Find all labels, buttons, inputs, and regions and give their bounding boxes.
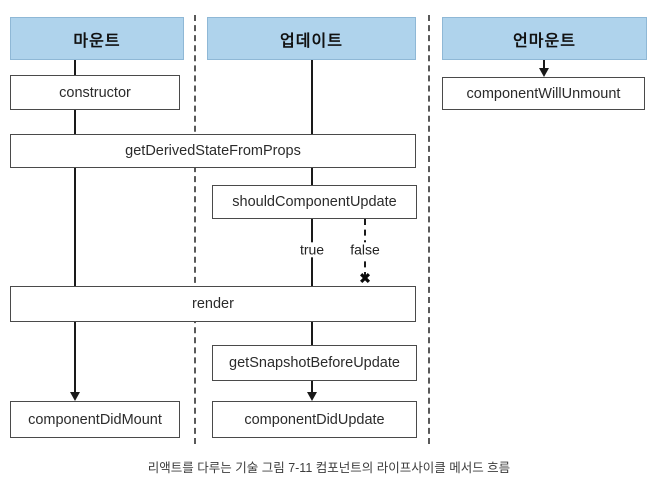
column-header-update: 업데이트 <box>207 17 416 60</box>
flow-line <box>311 322 313 345</box>
flow-line <box>543 60 545 69</box>
node-render-label: render <box>192 296 234 312</box>
arrow-down-icon <box>539 68 549 77</box>
branch-label-true: true <box>296 241 328 258</box>
flow-line <box>311 381 313 392</box>
node-component-will-unmount-label: componentWillUnmount <box>466 85 621 102</box>
node-should-component-update-label: shouldComponentUpdate <box>232 194 397 210</box>
column-header-mount: 마운트 <box>10 17 184 60</box>
node-component-will-unmount: componentWillUnmount <box>442 77 645 110</box>
node-constructor-label: constructor <box>59 84 131 101</box>
column-divider <box>428 15 430 444</box>
column-header-unmount-label: 언마운트 <box>513 32 576 50</box>
flow-line <box>74 110 76 134</box>
node-component-did-mount-label: componentDidMount <box>28 411 162 428</box>
node-component-did-update-label: componentDidUpdate <box>244 411 385 428</box>
node-get-snapshot-before-update-label: getSnapshotBeforeUpdate <box>229 355 400 371</box>
node-constructor: constructor <box>10 75 180 110</box>
node-render: render <box>10 286 416 322</box>
flow-line <box>74 322 76 393</box>
node-should-component-update: shouldComponentUpdate <box>212 185 417 219</box>
column-header-update-label: 업데이트 <box>280 32 343 50</box>
node-get-derived-state-from-props: getDerivedStateFromProps <box>10 134 416 168</box>
branch-label-false: false <box>347 241 383 258</box>
flow-line <box>74 168 76 286</box>
node-get-snapshot-before-update: getSnapshotBeforeUpdate <box>212 345 417 381</box>
flow-line <box>74 60 76 75</box>
flow-line <box>311 60 313 134</box>
arrow-down-icon <box>307 392 317 401</box>
column-header-unmount: 언마운트 <box>442 17 647 60</box>
x-terminator-icon: ✖ <box>358 270 372 288</box>
figure-caption: 리액트를 다루는 기술 그림 7-11 컴포넌트의 라이프사이클 메서드 흐름 <box>147 461 511 475</box>
column-divider <box>194 15 196 444</box>
node-component-did-update: componentDidUpdate <box>212 401 417 438</box>
node-get-derived-state-from-props-label: getDerivedStateFromProps <box>125 143 301 159</box>
flow-line <box>311 168 313 185</box>
node-component-did-mount: componentDidMount <box>10 401 180 438</box>
column-header-mount-label: 마운트 <box>73 32 121 50</box>
arrow-down-icon <box>70 392 80 401</box>
